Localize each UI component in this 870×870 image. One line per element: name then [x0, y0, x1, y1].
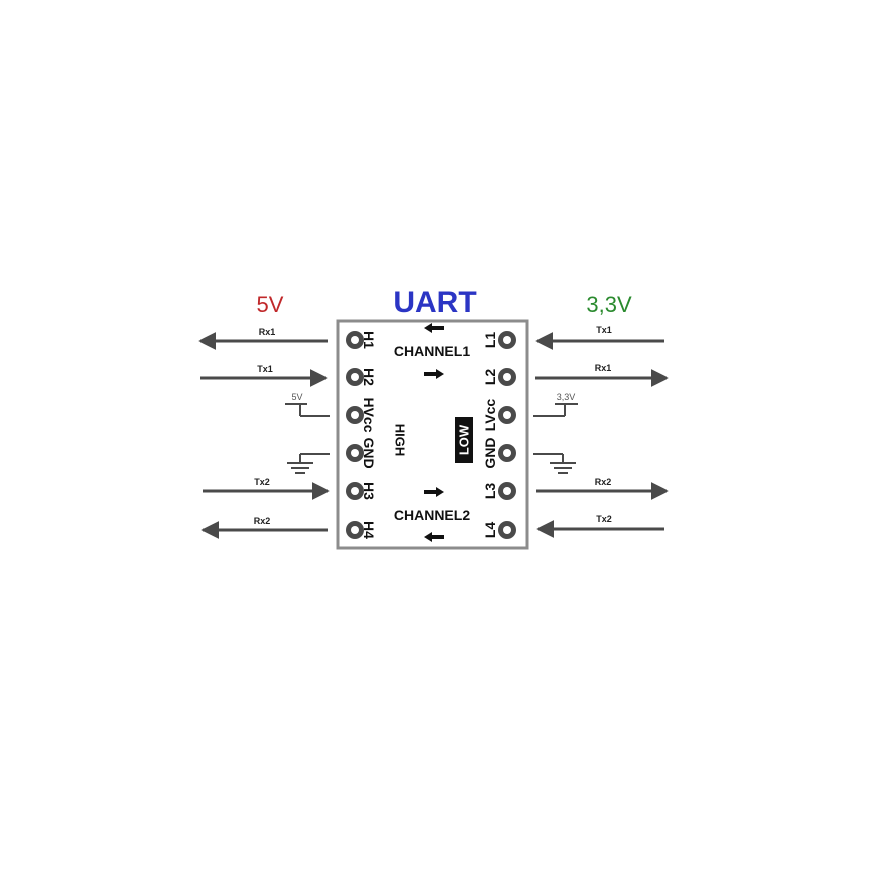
ground-icon — [287, 453, 330, 474]
diagram-title: UART — [393, 286, 476, 319]
ground-icon — [533, 453, 576, 474]
right-signal-label-tx2: Tx2 — [596, 514, 612, 524]
right-pin-pads — [498, 331, 516, 539]
right-signal-label-rx1: Rx1 — [595, 363, 612, 373]
left-supply-label: 5V — [291, 392, 302, 402]
left-voltage-label: 5V — [257, 292, 284, 317]
left-signal-label-tx1: Tx1 — [257, 364, 273, 374]
left-pin-pads — [346, 331, 364, 539]
high-side-label: HIGH — [393, 424, 408, 457]
right-voltage-label: 3,3V — [586, 292, 632, 317]
right-pin-label-l2: L2 — [482, 369, 498, 386]
supply-tee-icon — [285, 403, 330, 417]
channel2-label: CHANNEL2 — [394, 507, 470, 523]
right-pin-label-lvcc: LVcc — [482, 399, 498, 432]
right-pin-label-l3: L3 — [482, 483, 498, 500]
arrow-left-icon — [424, 532, 444, 542]
right-pin-label-gnd: GND — [482, 437, 498, 468]
low-side-badge — [455, 417, 473, 463]
arrow-right-icon — [424, 369, 444, 379]
right-signal-label-rx2: Rx2 — [595, 477, 612, 487]
low-side-label: LOW — [457, 424, 472, 455]
left-pin-label-h3: H3 — [361, 482, 377, 500]
left-pin-label-gnd: GND — [361, 437, 377, 468]
left-signal-label-rx2: Rx2 — [254, 516, 271, 526]
right-pin-label-l1: L1 — [482, 332, 498, 349]
channel1-label: CHANNEL1 — [394, 343, 470, 359]
left-signal-label-tx2: Tx2 — [254, 477, 270, 487]
right-signal-label-tx1: Tx1 — [596, 325, 612, 335]
arrow-left-icon — [424, 323, 444, 333]
left-pin-label-hvcc: HVcc — [361, 397, 377, 432]
arrow-right-icon — [424, 487, 444, 497]
right-supply-label: 3,3V — [557, 392, 576, 402]
left-pin-label-h4: H4 — [361, 521, 377, 539]
left-pin-label-h2: H2 — [361, 368, 377, 386]
supply-tee-icon — [533, 403, 578, 417]
right-pin-label-l4: L4 — [482, 522, 498, 539]
board-outline — [336, 319, 529, 550]
left-pin-label-h1: H1 — [361, 331, 377, 349]
left-signal-label-rx1: Rx1 — [259, 327, 276, 337]
